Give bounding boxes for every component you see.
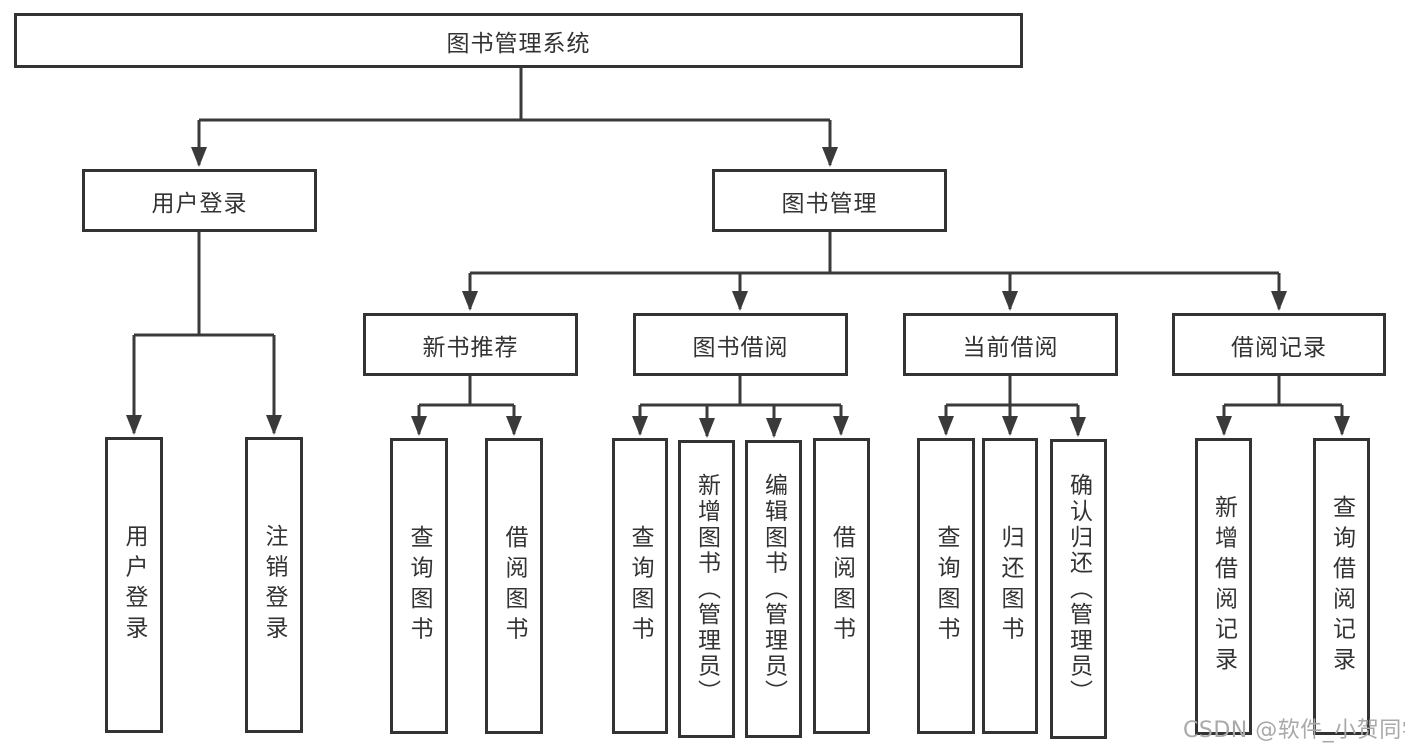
node-label: 归还图书 <box>997 525 1023 647</box>
leaf-query-borrow-record: 查询借阅记录 <box>1313 438 1370 735</box>
node-label: 注销登录 <box>261 524 287 646</box>
node-book-management: 图书管理 <box>712 169 947 232</box>
node-label: 新增图书（管理员） <box>693 473 720 705</box>
node-label: 编辑图书（管理员） <box>760 473 787 705</box>
node-label: 查询图书 <box>933 525 959 647</box>
node-label: 图书管理 <box>781 190 878 217</box>
node-label: 用户登录 <box>121 524 147 646</box>
node-library-system: 图书管理系统 <box>14 13 1023 68</box>
node-label: 图书管理系统 <box>446 30 591 57</box>
node-label: 查询借阅记录 <box>1328 495 1355 678</box>
leaf-query-books-2: 查询图书 <box>612 438 668 734</box>
leaf-user-login: 用户登录 <box>105 437 163 733</box>
node-label: 当前借阅 <box>962 334 1059 361</box>
leaf-add-books-admin: 新增图书（管理员） <box>678 440 735 738</box>
node-label: 查询图书 <box>627 525 653 647</box>
node-label: 借阅记录 <box>1231 334 1327 361</box>
leaf-confirm-return-admin: 确认归还（管理员） <box>1050 439 1107 739</box>
node-current-borrowing: 当前借阅 <box>903 313 1118 376</box>
node-borrowing-records: 借阅记录 <box>1172 313 1386 376</box>
node-user-login: 用户登录 <box>82 169 317 232</box>
leaf-return-books: 归还图书 <box>982 438 1038 734</box>
node-label: 新书推荐 <box>422 334 519 361</box>
node-label: 借阅图书 <box>828 525 855 647</box>
leaf-query-books-3: 查询图书 <box>917 438 975 734</box>
leaf-add-borrow-record: 新增借阅记录 <box>1195 438 1252 735</box>
leaf-borrow-books-1: 借阅图书 <box>485 438 543 734</box>
csdn-watermark: CSDN @软件_小贺同学 <box>1183 718 1405 743</box>
leaf-query-books-1: 查询图书 <box>390 438 448 734</box>
node-label: 借阅图书 <box>501 525 527 647</box>
node-label: 图书借阅 <box>692 334 789 361</box>
node-book-borrowing: 图书借阅 <box>633 313 848 376</box>
node-label: 确认归还（管理员） <box>1065 473 1092 705</box>
leaf-logout-login: 注销登录 <box>245 437 303 733</box>
node-new-book-recommend: 新书推荐 <box>363 313 578 376</box>
node-label: 用户登录 <box>151 190 248 217</box>
node-label: 查询图书 <box>406 525 432 647</box>
leaf-borrow-books-2: 借阅图书 <box>813 438 870 734</box>
leaf-edit-books-admin: 编辑图书（管理员） <box>745 440 802 738</box>
node-label: 新增借阅记录 <box>1210 495 1237 678</box>
